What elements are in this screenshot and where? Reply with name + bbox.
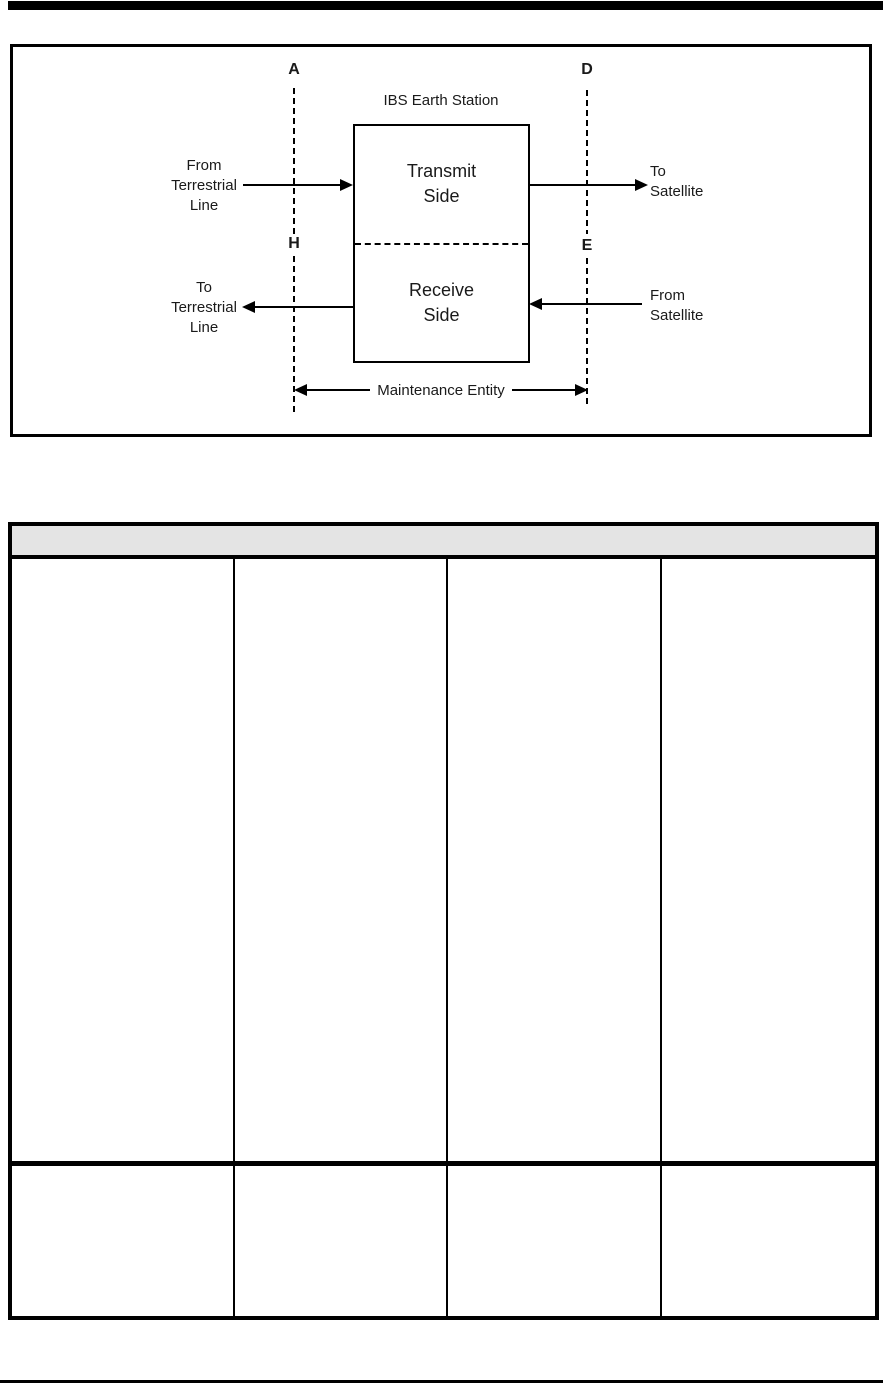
transmit-to-satellite-arrow-line <box>530 184 636 186</box>
span-line-right <box>511 389 576 391</box>
table-cell <box>662 1166 875 1316</box>
reference-point-a: A <box>288 61 300 78</box>
satellite-to-receive-arrow-line <box>542 303 642 305</box>
left-arrowhead-icon <box>242 301 255 313</box>
page-top-rule <box>8 1 883 10</box>
maintenance-entity-label: Maintenance Entity <box>377 381 505 399</box>
dashed-reference-line-e <box>586 258 588 408</box>
table-cell <box>12 1166 235 1316</box>
transmit-side-label: Transmit Side <box>355 126 528 245</box>
reference-point-h: H <box>288 235 300 252</box>
table-cell <box>662 559 875 1161</box>
data-table <box>8 522 879 1320</box>
figure-title: IBS Earth Station <box>383 92 499 109</box>
right-arrowhead-icon <box>635 179 648 191</box>
dashed-reference-line-h <box>293 256 295 412</box>
to-satellite-label: To Satellite <box>650 163 704 200</box>
to-terrestrial-line-label: To Terrestrial Line <box>171 279 237 336</box>
from-satellite-label: From Satellite <box>650 287 704 324</box>
table-cell <box>448 559 662 1161</box>
table-cell <box>235 1166 448 1316</box>
ibs-earth-station-figure: IBS Earth Station A D H E Transmit Side … <box>10 44 872 437</box>
table-cell <box>448 1166 662 1316</box>
table-row <box>12 1166 875 1316</box>
reference-point-d: D <box>581 61 593 78</box>
receive-side-label: Receive Side <box>408 279 475 325</box>
left-arrowhead-icon <box>294 384 307 396</box>
dashed-reference-line-a <box>293 88 295 234</box>
terrestrial-to-transmit-arrow-line <box>243 184 341 186</box>
dashed-reference-line-d <box>586 90 588 234</box>
receive-to-terrestrial-arrow-line <box>255 306 353 308</box>
reference-point-e: E <box>581 237 593 254</box>
page-bottom-rule <box>0 1380 883 1383</box>
maintenance-entity-span: Maintenance Entity <box>294 381 589 399</box>
span-line-left <box>307 389 371 391</box>
table-row <box>12 559 875 1166</box>
earth-station-box: Transmit Side Receive Side <box>353 124 530 363</box>
table-header-row <box>12 526 875 559</box>
table-cell <box>12 559 235 1161</box>
left-arrowhead-icon <box>529 298 542 310</box>
from-terrestrial-line-label: From Terrestrial Line <box>171 157 237 214</box>
right-arrowhead-icon <box>340 179 353 191</box>
table-cell <box>235 559 448 1161</box>
right-arrowhead-icon <box>575 384 589 396</box>
